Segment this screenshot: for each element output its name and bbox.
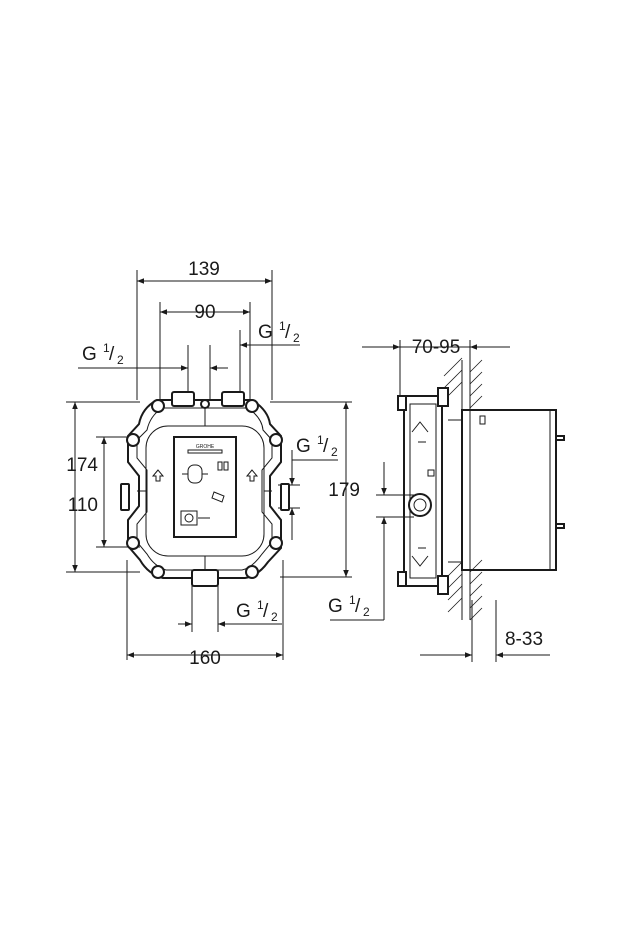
svg-text:1: 1 [349,593,356,607]
svg-text:1: 1 [279,319,286,333]
dim-179: 179 [328,480,360,501]
svg-text:2: 2 [117,353,124,367]
dim-90: 90 [194,302,215,323]
svg-text:G: G [296,436,311,457]
svg-text:/: / [323,436,329,457]
svg-text:2: 2 [363,605,370,619]
dim-174: 174 [66,455,98,476]
svg-text:G: G [258,322,273,343]
svg-text:/: / [263,601,269,622]
svg-text:/: / [285,322,291,343]
svg-text:/: / [109,344,115,365]
cover-plate: GROHE [173,436,237,538]
extension-lines [66,270,352,660]
dimension-lines [72,278,349,658]
front-view: GROHE 139 90 174 110 179 160 G 1 / 2 G 1 [66,259,360,669]
svg-text:G: G [236,601,251,622]
dim-8-33: 8-33 [505,629,543,650]
svg-text:/: / [355,596,361,617]
svg-text:1: 1 [257,598,264,612]
svg-text:G: G [328,596,343,617]
water-ports [120,391,290,587]
valve-housing [120,391,290,587]
svg-text:1: 1 [103,341,110,355]
mounting-lugs [126,399,283,579]
svg-text:G: G [82,344,97,365]
dim-70-95: 70-95 [412,337,461,358]
svg-text:1: 1 [317,433,324,447]
thread-callout-top-left: G 1 / 2 [82,341,124,367]
side-dimension-lines [330,340,550,662]
plate-brand: GROHE [196,444,215,450]
thread-callout-top-right: G 1 / 2 [258,319,300,345]
thread-callout-side: G 1 / 2 [328,593,370,619]
side-view: 70-95 8-33 G 1 / 2 [328,337,565,662]
thread-callout-right: G 1 / 2 [296,433,338,459]
svg-text:2: 2 [271,610,278,624]
dim-139: 139 [188,259,220,280]
dim-110: 110 [68,495,98,516]
svg-text:2: 2 [331,445,338,459]
side-housing [397,387,565,595]
thread-callout-bottom: G 1 / 2 [236,598,278,624]
svg-text:2: 2 [293,331,300,345]
dim-160: 160 [189,648,221,669]
